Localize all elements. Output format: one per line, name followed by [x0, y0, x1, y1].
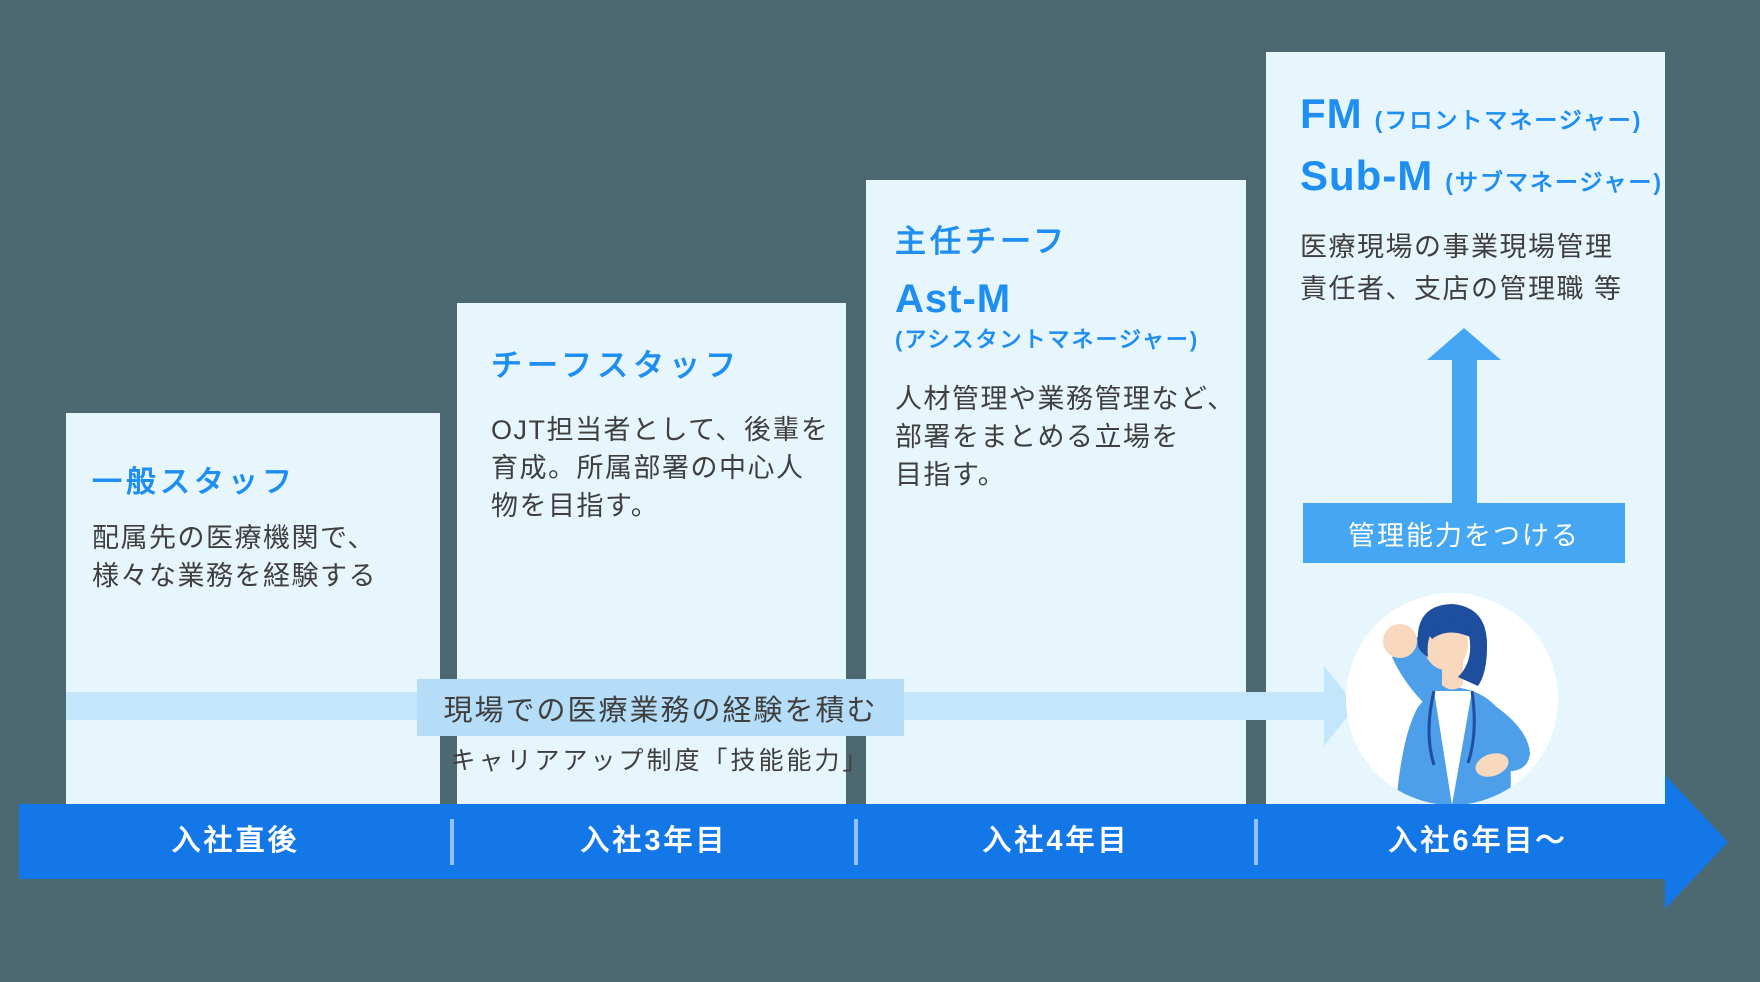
management-arrow-label: 管理能力をつける: [1303, 503, 1625, 563]
timeline-separator: [1254, 819, 1258, 865]
timeline-label-year6: 入社6年目〜: [1388, 825, 1568, 857]
timeline-separator: [450, 819, 454, 865]
stage-title-note: (サブマネージャー): [1445, 169, 1664, 195]
stage-box-general-staff: 一般スタッフ 配属先の医療機関で、 様々な業務を経験する: [66, 413, 440, 804]
stage-description-line: 医療現場の事業現場管理: [1300, 232, 1614, 262]
timeline-bar: [19, 804, 1665, 879]
stage-description-line: 物を目指す。: [491, 491, 660, 521]
stage-description-line: 配属先の医療機関で、: [92, 523, 376, 553]
timeline-arrow-head-icon: [1665, 775, 1728, 909]
experience-arrow-label: 現場での医療業務の経験を積む: [417, 679, 904, 736]
stage-description-line: 責任者、支店の管理職 等: [1300, 274, 1623, 304]
stage-title-abbreviation: Ast-M: [895, 277, 1012, 321]
stage-description: 医療現場の事業現場管理 責任者、支店の管理職 等: [1300, 226, 1665, 310]
stage-title: チーフスタッフ: [491, 348, 742, 383]
person-illustration: [1346, 593, 1558, 805]
management-arrow-head-icon: [1427, 328, 1501, 360]
management-arrow-shaft: [1452, 359, 1477, 504]
stage-title: 主任チーフ: [895, 224, 1069, 259]
stage-description-line: 様々な業務を経験する: [92, 561, 377, 591]
stage-description-line: OJT担当者として、後輩を: [491, 415, 830, 445]
experience-arrow-sublabel: キャリアアップ制度「技能能力」: [450, 747, 871, 775]
timeline-label-year3: 入社3年目: [580, 825, 728, 857]
stage-title: 一般スタッフ: [92, 466, 296, 499]
stage-title-note: (フロントマネージャー): [1374, 107, 1643, 133]
stage-title-note: (アシスタントマネージャー): [895, 327, 1200, 352]
stage-title-abbreviation: FM: [1300, 90, 1363, 137]
stage-description-line: 育成。所属部署の中心人: [491, 453, 805, 483]
stage-description-line: 人材管理や業務管理など、: [895, 384, 1236, 414]
stage-description-line: 部署をまとめる立場を: [895, 422, 1180, 452]
stage-description: OJT担当者として、後輩を 育成。所属部署の中心人 物を目指す。: [491, 411, 846, 525]
stage-title-abbreviation: Sub-M: [1300, 152, 1434, 199]
stage-description-line: 目指す。: [895, 460, 1007, 490]
stage-description: 人材管理や業務管理など、 部署をまとめる立場を 目指す。: [895, 380, 1246, 494]
timeline-separator: [854, 819, 858, 865]
stage-description: 配属先の医療機関で、 様々な業務を経験する: [92, 519, 440, 595]
timeline-label-year4: 入社4年目: [982, 825, 1130, 857]
stage-title-row: Sub-M (サブマネージャー): [1300, 152, 1665, 200]
stage-title-row: FM (フロントマネージャー): [1300, 90, 1665, 138]
timeline-label-joining: 入社直後: [171, 825, 300, 857]
